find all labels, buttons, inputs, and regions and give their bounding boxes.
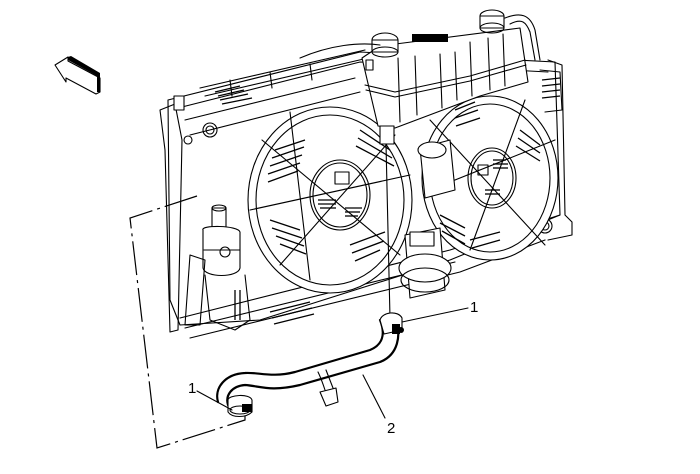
center-coolant-housing — [398, 139, 456, 299]
left-side-component — [184, 204, 251, 331]
hose-clamp-lower — [227, 394, 253, 418]
connection-leader-line — [385, 143, 391, 319]
coolant-surge-tank — [299, 9, 541, 145]
callout-2: 2 — [387, 420, 396, 437]
hose-clamp-upper — [379, 312, 404, 335]
callout-1-lower: 1 — [188, 380, 197, 397]
leader-line-callout-2 — [362, 374, 386, 419]
leader-line-callout-1-lower — [196, 390, 233, 411]
leader-line-callout-1-upper — [401, 307, 469, 323]
callout-1-upper: 1 — [470, 299, 479, 316]
radiator-hose — [216, 316, 400, 407]
left-cooling-fan — [247, 106, 413, 294]
front-direction-arrow-icon — [54, 56, 101, 95]
